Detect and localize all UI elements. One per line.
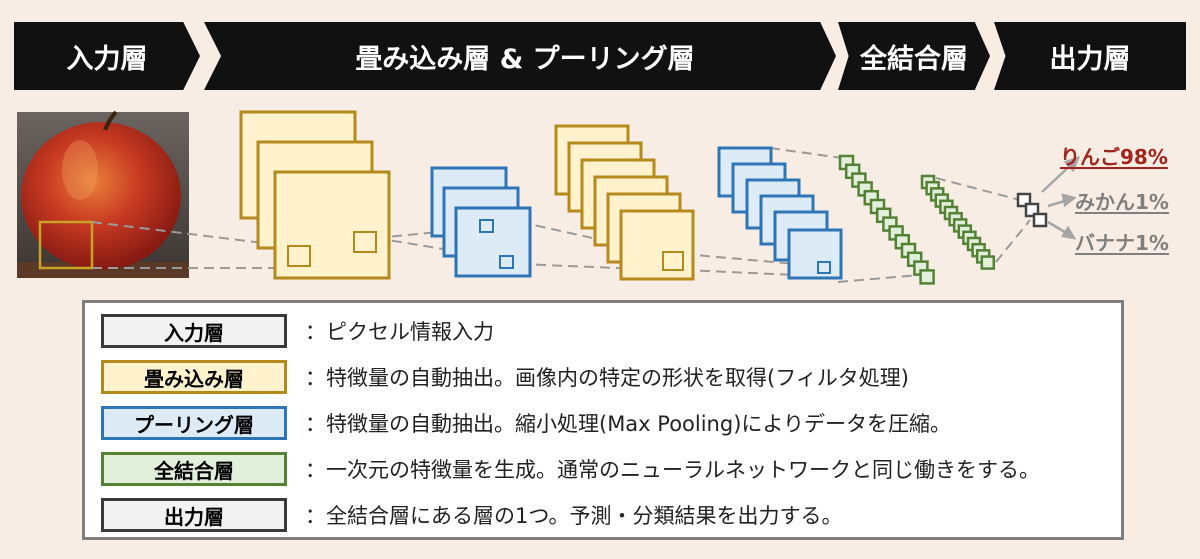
- legend-row-conv: 畳み込み層 ：特徴量の自動抽出。画像内の特定の形状を取得(フィルタ処理): [101, 359, 909, 395]
- header-fc-layer: 全結合層: [838, 22, 990, 90]
- legend-row-input: 入力層 ：ピクセル情報入力: [101, 313, 494, 349]
- legend-tag-pool: プーリング層: [101, 406, 287, 440]
- apple-body: [21, 122, 181, 270]
- legend-desc-fc: ：一次元の特徴量を生成。通常のニューラルネットワークと同じ働きをする。: [305, 458, 1040, 482]
- header-conv-pool-layer: 畳み込み層 & プーリング層: [204, 22, 836, 90]
- input-apple-image: [17, 110, 189, 278]
- legend-tag-fc: 全結合層: [101, 452, 287, 486]
- fc2-node: [980, 255, 996, 270]
- fc-layer-2: [920, 174, 996, 270]
- header-conv-pool-label: 畳み込み層 & プーリング層: [355, 43, 695, 75]
- apple-stem: [103, 110, 118, 131]
- output-banana-label: バナナ1%: [1075, 231, 1169, 255]
- legend-row-output: 出力層 ：全結合層にある層の1つ。予測・分類結果を出力する。: [101, 497, 843, 533]
- conv-layer-1: [239, 110, 391, 280]
- output-arrows: [1041, 155, 1081, 240]
- legend-row-fc: 全結合層 ：一次元の特徴量を生成。通常のニューラルネットワークと同じ働きをする。: [101, 451, 1040, 487]
- cnn-diagram: [17, 110, 1081, 285]
- legend-desc-input: ：ピクセル情報入力: [305, 320, 494, 344]
- output-layer-nodes: [1016, 192, 1048, 228]
- fc1-node: [919, 269, 935, 285]
- fc-layer-1: [838, 154, 935, 285]
- conv-layer-2: [554, 124, 695, 281]
- header-output-label: 出力層: [1049, 43, 1131, 75]
- legend-box: 入力層 ：ピクセル情報入力 畳み込み層 ：特徴量の自動抽出。画像内の特定の形状を…: [82, 300, 1124, 540]
- legend-row-pool: プーリング層 ：特徴量の自動抽出。縮小処理(Max Pooling)によりデータ…: [101, 405, 951, 441]
- pool-layer-1: [430, 166, 532, 278]
- header-output-layer: 出力層: [994, 22, 1186, 90]
- legend-tag-input: 入力層: [101, 314, 287, 348]
- legend-tag-output: 出力層: [101, 498, 287, 532]
- output-apple-label: りんご98%: [1060, 145, 1168, 169]
- legend-tag-conv: 畳み込み層: [101, 360, 287, 394]
- input-receptive-field: [38, 220, 94, 270]
- legend-desc-conv: ：特徴量の自動抽出。画像内の特定の形状を取得(フィルタ処理): [305, 366, 909, 390]
- pool-layer-2: [717, 146, 843, 280]
- legend-desc-output: ：全結合層にある層の1つ。予測・分類結果を出力する。: [305, 504, 843, 528]
- legend-desc-pool: ：特徴量の自動抽出。縮小処理(Max Pooling)によりデータを圧縮。: [305, 412, 951, 436]
- output-orange-label: みかん1%: [1075, 190, 1169, 214]
- header-input-label: 入力層: [66, 43, 148, 75]
- header-input-layer: 入力層: [14, 22, 200, 90]
- header-fc-label: 全結合層: [860, 43, 968, 75]
